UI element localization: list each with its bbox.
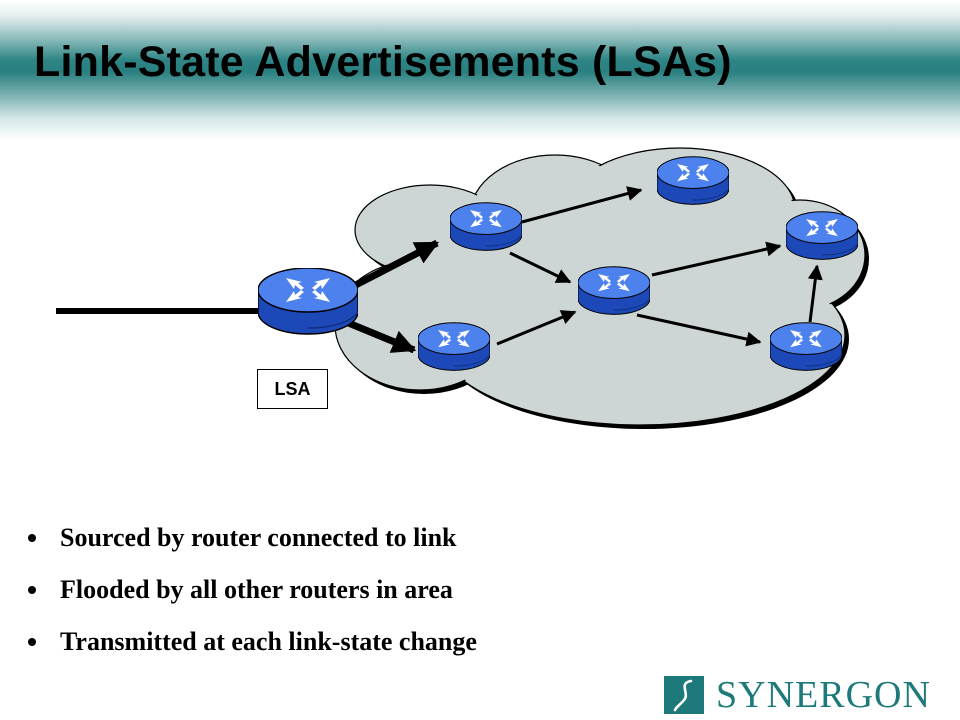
bullet-text: Flooded by all other routers in area [60, 575, 453, 604]
lsa-label-box: LSA [257, 369, 328, 409]
arrow-upper-left-to-center [509, 251, 572, 284]
arrow-center-to-right [651, 241, 782, 277]
bullet-text: Transmitted at each link-state change [60, 627, 477, 656]
logo-text: SYNERGON [716, 674, 931, 716]
router-upper-left [450, 202, 522, 251]
lsa-label: LSA [274, 378, 311, 399]
arrow-upper-left-to-top [521, 186, 643, 224]
router-origin [258, 268, 358, 335]
logo-mark-icon [664, 676, 704, 714]
arrow-center-to-lower-right [636, 313, 762, 347]
title-band [0, 0, 960, 140]
router-center [578, 266, 650, 315]
bullet-dot-icon [28, 534, 36, 542]
bullet-dot-icon [28, 586, 36, 594]
bullet-list: Sourced by router connected to link Floo… [24, 512, 477, 668]
arrow-lower-right-to-right [807, 264, 823, 323]
company-logo: SYNERGON [664, 676, 931, 714]
router-top [657, 156, 729, 205]
bullet-text: Sourced by router connected to link [60, 523, 457, 552]
bullet-dot-icon [28, 638, 36, 646]
page-title: Link-State Advertisements (LSAs) [34, 38, 732, 86]
bullet-item: Flooded by all other routers in area [24, 564, 477, 616]
arrow-origin-to-upper-left [344, 239, 440, 294]
arrow-lower-left-to-center [496, 310, 577, 346]
router-right [786, 211, 858, 260]
arrow-origin-to-lower-left [344, 318, 417, 354]
router-lower-right [770, 322, 842, 371]
bullet-item: Transmitted at each link-state change [24, 616, 477, 668]
bullet-item: Sourced by router connected to link [24, 512, 477, 564]
router-lower-left [418, 322, 490, 371]
